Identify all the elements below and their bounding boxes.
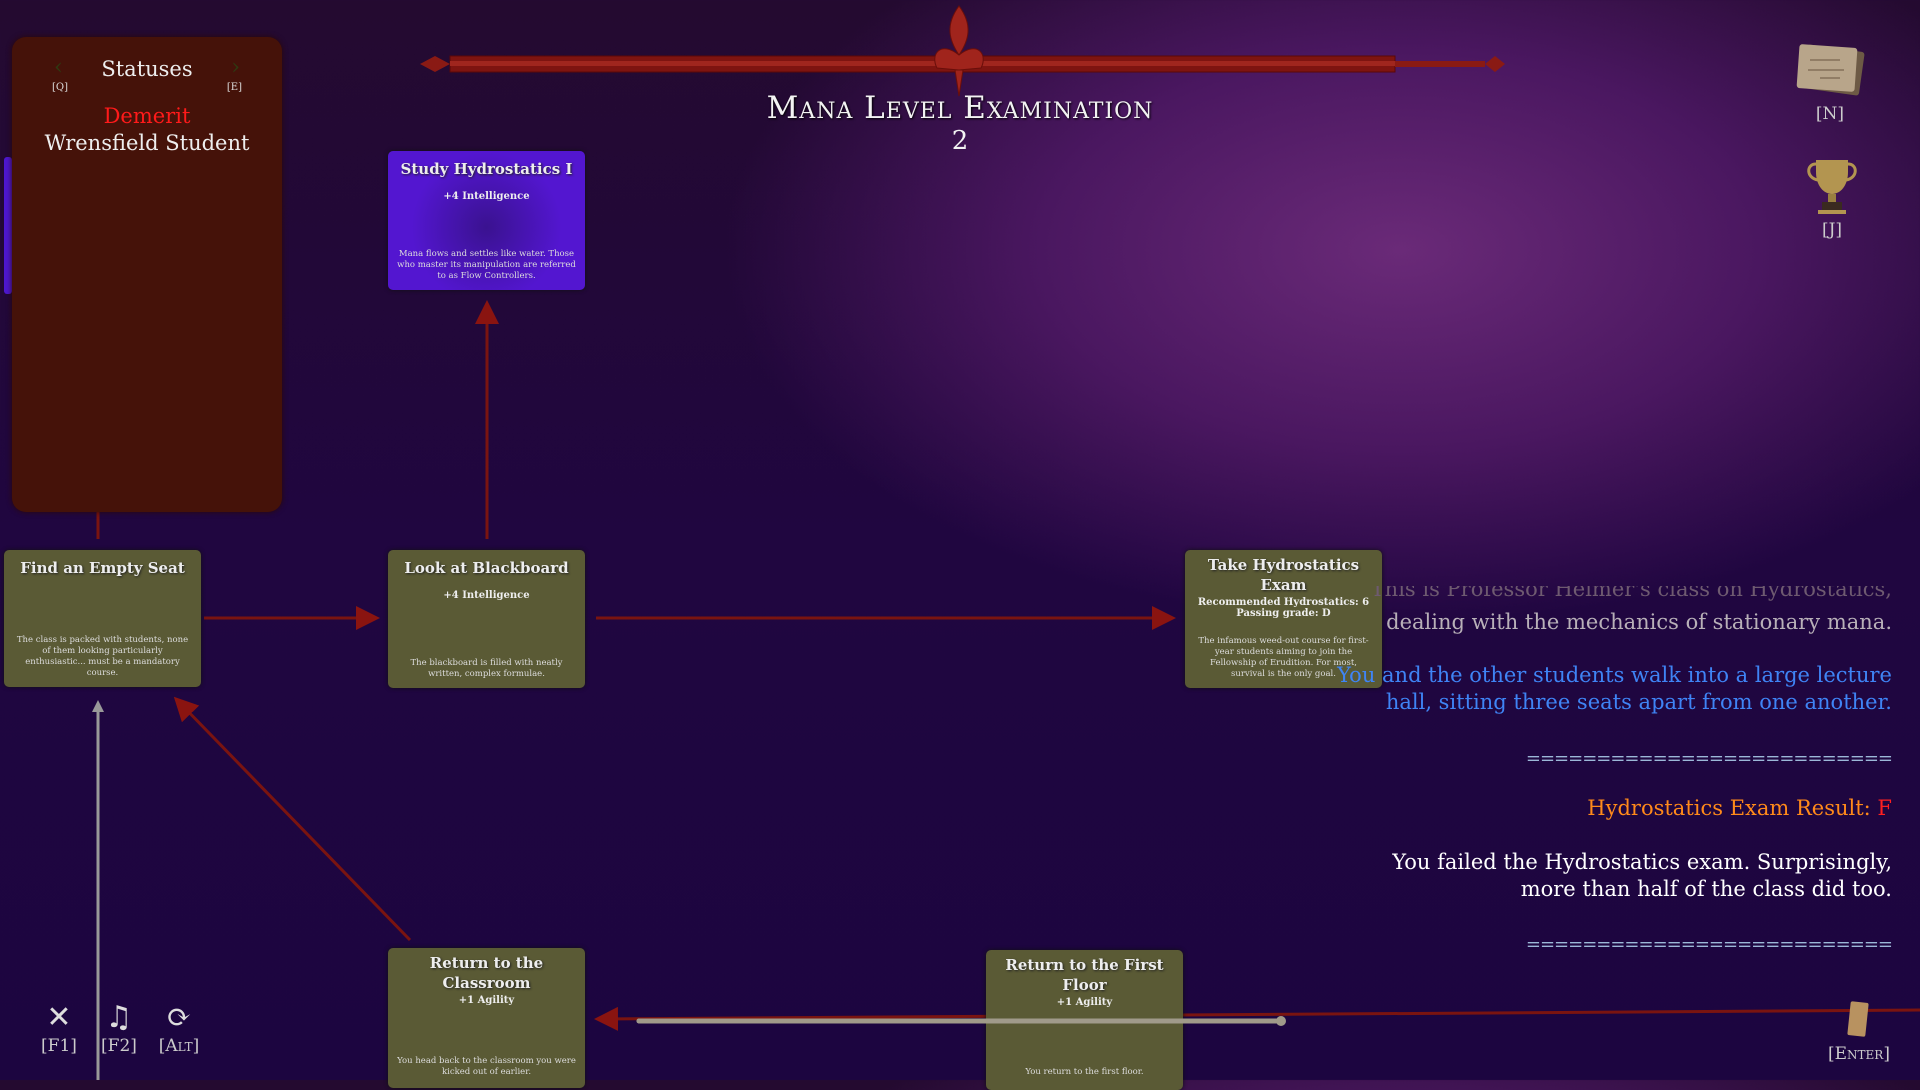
card-return-to-classroom[interactable]: Return to the Classroom +1 Agility You h… xyxy=(388,948,585,1088)
card-take-hydrostatics-exam[interactable]: Take Hydrostatics Exam Recommended Hydro… xyxy=(1185,550,1382,688)
story-separator: ========================== xyxy=(1525,748,1893,769)
side-tab[interactable] xyxy=(4,157,12,294)
story-result-text: You failed the Hydrostatics exam. Surpri… xyxy=(1392,850,1892,901)
compress-icon: ✕ xyxy=(46,1000,72,1035)
chevron-right-icon[interactable]: › xyxy=(231,55,240,80)
notes-icon xyxy=(1796,44,1865,96)
story-blue-text: You and the other students walk into a l… xyxy=(1337,663,1892,714)
page-title: Mana Level Examination xyxy=(766,90,1154,126)
notes-button[interactable]: [N] xyxy=(1790,40,1870,124)
card-desc: The blackboard is filled with neatly wri… xyxy=(410,658,563,679)
story-separator: ========================== xyxy=(1525,934,1893,955)
story-faded-wrap: This is Professor Helmer's class on Hydr… xyxy=(1332,586,1892,604)
achievements-button[interactable]: [J] xyxy=(1792,156,1872,240)
story-faded-line: This is Professor Helmer's class on Hydr… xyxy=(1370,586,1892,601)
result-grade: F xyxy=(1877,796,1892,820)
card-desc: The class is packed with students, none … xyxy=(16,635,189,678)
card-title: Return to the First Floor xyxy=(1005,956,1164,994)
card-desc: Mana flows and settles like water. Those… xyxy=(397,249,576,281)
card-title: Take Hydrostatics Exam xyxy=(1207,556,1360,594)
card-find-empty-seat[interactable]: Find an Empty Seat The class is packed w… xyxy=(4,550,201,687)
music-note-icon: ♫ xyxy=(105,1000,133,1035)
chevron-left-icon[interactable]: ‹ xyxy=(54,55,63,80)
level-number: 2 xyxy=(951,126,969,156)
card-look-at-blackboard[interactable]: Look at Blackboard +4 Intelligence The b… xyxy=(388,550,585,688)
card-title: Find an Empty Seat xyxy=(20,559,185,577)
arrow-classroom-to-seat xyxy=(173,696,412,942)
card-title: Look at Blackboard xyxy=(404,559,569,577)
story-exam-result: Hydrostatics Exam Result: F xyxy=(1332,795,1892,822)
achievements-hotkey: [J] xyxy=(1821,220,1843,240)
card-bonus: +4 Intelligence xyxy=(443,590,530,601)
swap-button[interactable]: ⟳ [Alt] xyxy=(139,1000,219,1056)
statuses-panel: ‹ › Statuses [Q] [E] Demerit Wrensfield … xyxy=(12,37,282,512)
notes-hotkey: [N] xyxy=(1815,104,1845,124)
fullscreen-hotkey: [F1] xyxy=(41,1036,77,1056)
fullscreen-button[interactable]: ✕ [F1] xyxy=(19,1000,99,1056)
statuses-title: Statuses xyxy=(101,57,193,81)
story-line: dealing with the mechanics of stationary… xyxy=(1386,610,1892,634)
card-title: Study Hydrostatics I xyxy=(400,160,573,178)
arrow-enter-to-classroom xyxy=(594,1006,1920,1031)
scroll-icon xyxy=(1847,1001,1869,1037)
card-bonus: +1 Agility xyxy=(1056,997,1113,1008)
card-study-hydrostatics[interactable]: Study Hydrostatics I +4 Intelligence Man… xyxy=(388,151,585,290)
card-desc: The infamous weed-out course for first-y… xyxy=(1198,636,1369,679)
card-bonus: +1 Agility xyxy=(458,995,515,1006)
card-title: Return to the Classroom xyxy=(429,954,544,992)
music-button[interactable]: ♫ [F2] xyxy=(79,1000,159,1056)
status-wrensfield-student: Wrensfield Student xyxy=(44,131,250,155)
music-hotkey: [F2] xyxy=(101,1036,137,1056)
card-return-to-first-floor[interactable]: Return to the First Floor +1 Agility You… xyxy=(986,950,1183,1090)
card-desc: You head back to the classroom you were … xyxy=(397,1056,576,1077)
card-recommended: Recommended Hydrostatics: 6 xyxy=(1197,597,1370,608)
header-banner xyxy=(420,5,1505,97)
next-key-hint: [E] xyxy=(226,82,242,93)
card-passing-grade: Passing grade: D xyxy=(1236,608,1331,619)
card-desc: You return to the first floor. xyxy=(1025,1067,1144,1077)
enter-button[interactable]: [Enter] xyxy=(1819,1000,1899,1064)
trophy-icon xyxy=(1807,160,1857,214)
result-label: Hydrostatics Exam Result: xyxy=(1587,796,1878,820)
prev-key-hint: [Q] xyxy=(52,82,69,93)
enter-hotkey: [Enter] xyxy=(1828,1044,1890,1064)
refresh-icon: ⟳ xyxy=(166,1000,192,1035)
fleur-de-lis-icon xyxy=(934,5,984,97)
swap-hotkey: [Alt] xyxy=(158,1036,200,1056)
card-bonus: +4 Intelligence xyxy=(443,191,530,202)
status-demerit: Demerit xyxy=(103,104,191,128)
